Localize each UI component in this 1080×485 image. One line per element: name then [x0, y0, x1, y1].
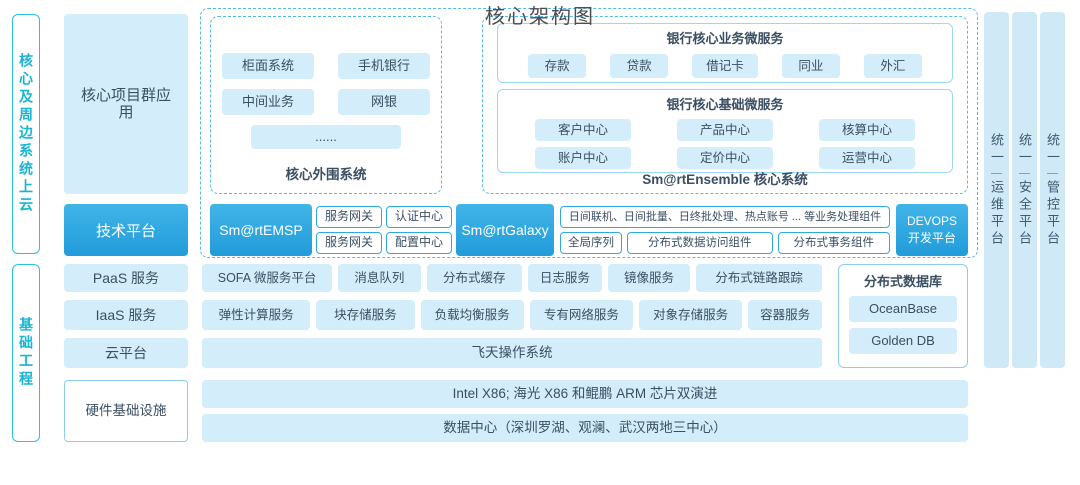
peripheral-item: 网银 — [338, 89, 430, 115]
ensemble-group: 银行核心业务微服务 存款 贷款 借记卡 同业 外汇 银行核心基础微服务 客户中心… — [482, 16, 968, 194]
base-items-row-2: 账户中心 定价中心 运营中心 — [498, 147, 952, 169]
paas-services-row: SOFA 微服务平台 消息队列 分布式缓存 日志服务 镜像服务 分布式链路跟踪 — [202, 264, 822, 292]
emsp-item: 认证中心 — [386, 206, 452, 228]
left-rail-foundation: 基础工程 — [12, 264, 40, 442]
peripheral-item: 柜面系统 — [222, 53, 314, 79]
rail-name: 运维平台 — [989, 179, 1004, 248]
database-group: 分布式数据库 OceanBase Golden DB — [838, 264, 968, 368]
iaas-item: 负载均衡服务 — [420, 300, 524, 330]
iaas-label: IaaS 服务 — [95, 306, 157, 323]
business-items-row: 存款 贷款 借记卡 同业 外汇 — [498, 54, 952, 78]
left-rail-cloud-migration: 核心及周边系统上云 — [12, 14, 40, 254]
tech-platform-label: 技术平台 — [95, 222, 156, 240]
peripheral-row-2: 中间业务 网银 — [222, 89, 430, 115]
rail-name: 管控平台 — [1045, 179, 1060, 248]
paas-item: 分布式缓存 — [426, 264, 522, 292]
app-group-label: 核心项目群应用 — [80, 86, 171, 121]
rail-prefix: 统一 — [1045, 132, 1060, 167]
diagram-title: 核心架构图 — [485, 6, 595, 28]
base-item: 定价中心 — [677, 147, 773, 169]
business-group-title: 银行核心业务微服务 — [666, 31, 784, 46]
database-title: 分布式数据库 — [863, 274, 942, 289]
chip-evolution-banner: Intel X86; 海光 X86 和鲲鹏 ARM 芯片双演进 — [202, 380, 968, 408]
unified-security-rail: 统一 安全平台 — [1012, 12, 1037, 368]
galaxy-items-row: 全局序列 分布式数据访问组件 分布式事务组件 — [560, 232, 890, 254]
cloud-platform-box: 云平台 — [64, 338, 188, 368]
rail-divider — [1047, 172, 1058, 174]
emsp-badge: Sm@rtEMSP — [210, 204, 312, 256]
devops-label-line1: DEVOPS — [906, 214, 957, 229]
galaxy-wide-item: 日间联机、日间批量、日终批处理、热点账号 ... 等业务处理组件 — [560, 206, 890, 228]
cloud-systems-container — [200, 8, 978, 258]
emsp-item: 服务网关 — [316, 206, 382, 228]
devops-label-line2: 开发平台 — [907, 231, 956, 245]
datacenter-banner: 数据中心（深圳罗湖、观澜、武汉两地三中心） — [202, 414, 968, 442]
paas-box: PaaS 服务 — [64, 264, 188, 292]
galaxy-badge: Sm@rtGalaxy — [456, 204, 554, 256]
iaas-services-row: 弹性计算服务 块存储服务 负载均衡服务 专有网络服务 对象存储服务 容器服务 — [202, 300, 822, 330]
rail-divider — [1019, 172, 1030, 174]
base-item: 运营中心 — [819, 147, 915, 169]
tech-platform-box: 技术平台 — [64, 204, 188, 256]
emsp-item: 配置中心 — [386, 232, 452, 254]
cloud-os-chip: 飞天操作系统 — [202, 338, 822, 368]
iaas-item: 专有网络服务 — [529, 300, 633, 330]
base-group-title: 银行核心基础微服务 — [666, 97, 784, 112]
business-item: 外汇 — [863, 54, 922, 78]
base-items-row-1: 客户中心 产品中心 核算中心 — [498, 119, 952, 141]
business-microservices-group: 银行核心业务微服务 存款 贷款 借记卡 同业 外汇 — [497, 23, 953, 83]
iaas-item: 块存储服务 — [316, 300, 415, 330]
rail-name: 安全平台 — [1017, 179, 1032, 248]
paas-item: 消息队列 — [338, 264, 421, 292]
iaas-item: 弹性计算服务 — [202, 300, 311, 330]
hardware-box: 硬件基础设施 — [64, 380, 188, 442]
business-item: 贷款 — [610, 54, 669, 78]
paas-item: 镜像服务 — [607, 264, 691, 292]
database-item: OceanBase — [849, 296, 957, 322]
ensemble-group-title: Sm@rtEnsemble 核心系统 — [642, 172, 808, 187]
galaxy-items-stack: 日间联机、日间批量、日终批处理、热点账号 ... 等业务处理组件 全局序列 分布… — [560, 206, 890, 254]
paas-item: 日志服务 — [528, 264, 602, 292]
left-rail-bottom-label: 基础工程 — [18, 317, 34, 389]
left-rail-top-label: 核心及周边系统上云 — [18, 53, 34, 215]
iaas-item: 容器服务 — [748, 300, 822, 330]
peripheral-item-more: ...... — [251, 125, 401, 149]
galaxy-item: 分布式数据访问组件 — [627, 232, 773, 254]
devops-badge: DEVOPS 开发平台 — [896, 204, 968, 256]
hardware-label: 硬件基础设施 — [85, 402, 167, 418]
rail-prefix: 统一 — [989, 132, 1004, 167]
base-item: 核算中心 — [819, 119, 915, 141]
unified-ops-rail: 统一 运维平台 — [984, 12, 1009, 368]
galaxy-item: 全局序列 — [560, 232, 622, 254]
database-item: Golden DB — [849, 328, 957, 354]
emsp-item: 服务网关 — [316, 232, 382, 254]
cloud-platform-label: 云平台 — [105, 344, 147, 361]
emsp-label: Sm@rtEMSP — [219, 222, 303, 238]
paas-item: 分布式链路跟踪 — [696, 264, 822, 292]
rail-prefix: 统一 — [1017, 132, 1032, 167]
peripheral-item: 中间业务 — [222, 89, 314, 115]
paas-item: SOFA 微服务平台 — [202, 264, 333, 292]
business-item: 同业 — [781, 54, 840, 78]
peripheral-group-title: 核心外围系统 — [285, 167, 367, 182]
base-microservices-group: 银行核心基础微服务 客户中心 产品中心 核算中心 账户中心 定价中心 运营中心 — [497, 89, 953, 173]
base-item: 产品中心 — [677, 119, 773, 141]
app-group-box: 核心项目群应用 — [64, 14, 188, 194]
galaxy-item: 分布式事务组件 — [777, 232, 890, 254]
iaas-box: IaaS 服务 — [64, 300, 188, 330]
business-item: 存款 — [528, 54, 587, 78]
iaas-item: 对象存储服务 — [639, 300, 743, 330]
base-item: 客户中心 — [535, 119, 631, 141]
rail-divider — [991, 172, 1002, 174]
galaxy-label: Sm@rtGalaxy — [461, 222, 549, 238]
peripheral-row-1: 柜面系统 手机银行 — [222, 53, 430, 79]
peripheral-item: 手机银行 — [338, 53, 430, 79]
unified-control-rail: 统一 管控平台 — [1040, 12, 1065, 368]
paas-label: PaaS 服务 — [92, 269, 160, 286]
business-item: 借记卡 — [692, 54, 758, 78]
base-item: 账户中心 — [535, 147, 631, 169]
emsp-items-grid: 服务网关 认证中心 服务网关 配置中心 — [316, 206, 452, 254]
peripheral-systems-group: 柜面系统 手机银行 中间业务 网银 ...... 核心外围系统 — [210, 16, 442, 194]
